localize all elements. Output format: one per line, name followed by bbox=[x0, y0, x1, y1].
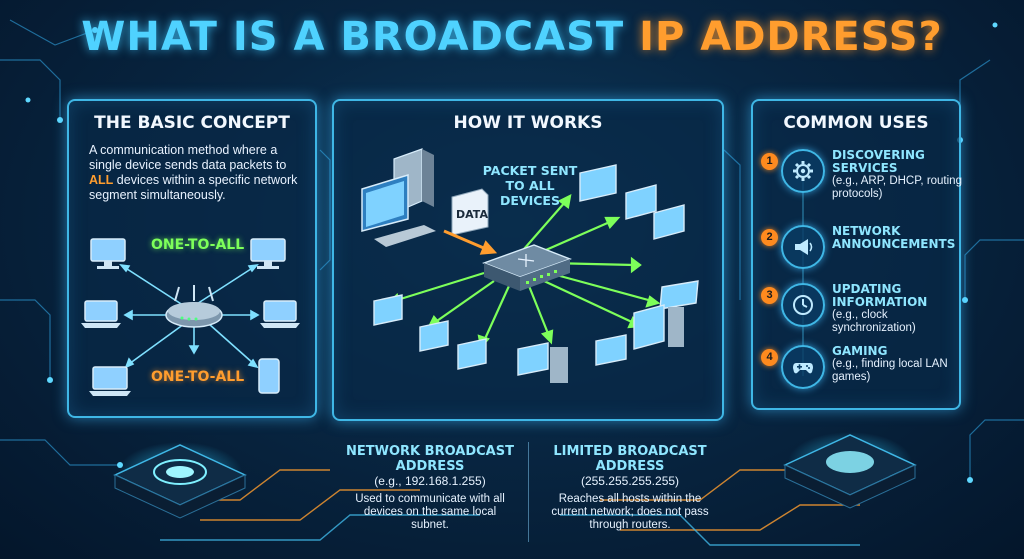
laptop-icon bbox=[419, 320, 449, 352]
title-part-2: IP ADDRESS? bbox=[639, 14, 943, 60]
laptop-icon bbox=[373, 294, 403, 326]
concept-desc-text: A communication method where a single de… bbox=[89, 143, 287, 172]
how-it-works-title: HOW IT WORKS bbox=[453, 113, 603, 133]
laptop-icon bbox=[90, 238, 126, 269]
one-to-all-label-top: ONE-TO-ALL bbox=[151, 237, 245, 253]
common-uses-title: COMMON USES bbox=[783, 113, 929, 133]
concept-desc-text-end: devices within a specific network segmen… bbox=[89, 173, 298, 202]
clock-icon bbox=[781, 283, 825, 327]
use-text: GAMING (e.g., finding local LAN games) bbox=[832, 345, 962, 384]
monitor-icon bbox=[625, 184, 657, 220]
laptop-icon bbox=[81, 300, 121, 328]
basic-concept-title: THE BASIC CONCEPT bbox=[94, 113, 290, 133]
tablet-icon bbox=[659, 280, 699, 310]
use-subtext: (e.g., clock synchronization) bbox=[832, 309, 916, 334]
limited-broadcast-description: Reaches all hosts within the current net… bbox=[551, 493, 709, 531]
use-heading: DISCOVERING SERVICES bbox=[832, 148, 925, 175]
one-to-all-diagram bbox=[81, 238, 300, 396]
laptop-icon bbox=[89, 366, 131, 396]
uses-connector-line bbox=[802, 171, 804, 376]
network-broadcast-description: Used to communicate with all devices on … bbox=[355, 493, 505, 531]
how-it-works-panel: HOW IT WORKS DATA bbox=[332, 99, 724, 421]
gamepad-icon bbox=[781, 345, 825, 389]
packet-sent-label: PACKET SENT TO ALL DEVICES bbox=[482, 163, 578, 208]
use-item-gaming: 4 GAMING (e.g., finding local LAN games) bbox=[761, 345, 959, 409]
laptop-icon bbox=[595, 334, 627, 366]
limited-broadcast-heading: LIMITED BROADCAST ADDRESS bbox=[553, 444, 707, 474]
use-text: DISCOVERING SERVICES (e.g., ARP, DHCP, r… bbox=[832, 149, 962, 201]
title-part-1: WHAT IS A BROADCAST bbox=[81, 14, 625, 60]
broadcast-diagram: DATA bbox=[361, 148, 699, 383]
common-uses-panel: COMMON USES 1 DISCOVERING SERVICES (e.g.… bbox=[751, 99, 962, 410]
laptop-icon bbox=[260, 300, 300, 328]
concept-desc-highlight: ALL bbox=[89, 173, 114, 187]
incoming-arrow bbox=[443, 229, 498, 255]
use-item-updating-information: 3 UPDATING INFORMATION (e.g., clock sync… bbox=[761, 283, 959, 347]
right-base-station bbox=[783, 432, 917, 509]
monitor-icon bbox=[250, 238, 286, 269]
use-subtext: (e.g., ARP, DHCP, routing protocols) bbox=[832, 175, 962, 200]
use-text: NETWORK ANNOUNCEMENTS bbox=[832, 225, 962, 251]
monitor-icon bbox=[633, 304, 665, 350]
use-heading: GAMING bbox=[832, 344, 888, 358]
limited-broadcast-block: LIMITED BROADCAST ADDRESS (255.255.255.2… bbox=[545, 444, 715, 532]
use-number: 3 bbox=[761, 287, 778, 304]
monitor-icon bbox=[579, 164, 617, 202]
network-broadcast-block: NETWORK BROADCAST ADDRESS (e.g., 192.168… bbox=[345, 444, 515, 532]
smartphone-icon bbox=[258, 358, 280, 394]
use-item-discovering-services: 1 DISCOVERING SERVICES (e.g., ARP, DHCP,… bbox=[761, 149, 962, 213]
basic-concept-panel: THE BASIC CONCEPT A communication method… bbox=[67, 99, 317, 418]
data-tag-label: DATA bbox=[456, 208, 488, 221]
desktop-computer-icon bbox=[517, 342, 549, 376]
monitor-icon bbox=[653, 204, 685, 240]
use-heading: UPDATING INFORMATION bbox=[832, 282, 928, 309]
use-item-network-announcements: 2 NETWORK ANNOUNCEMENTS bbox=[761, 225, 959, 289]
gear-icon bbox=[781, 149, 825, 193]
use-number: 2 bbox=[761, 229, 778, 246]
use-heading: NETWORK ANNOUNCEMENTS bbox=[832, 224, 956, 251]
data-packet-icon: DATA bbox=[451, 188, 489, 236]
limited-broadcast-example: (255.255.255.255) bbox=[580, 474, 680, 488]
laptop-icon bbox=[457, 338, 487, 370]
bottom-divider bbox=[528, 442, 529, 542]
network-switch-icon bbox=[482, 244, 572, 291]
megaphone-icon bbox=[781, 225, 825, 269]
use-text: UPDATING INFORMATION (e.g., clock synchr… bbox=[832, 283, 962, 335]
network-broadcast-example: (e.g., 192.168.1.255) bbox=[374, 474, 486, 488]
network-broadcast-heading: NETWORK BROADCAST ADDRESS bbox=[346, 444, 514, 474]
basic-concept-description: A communication method where a single de… bbox=[89, 143, 309, 203]
use-number: 1 bbox=[761, 153, 778, 170]
router-icon bbox=[165, 285, 223, 328]
left-base-station bbox=[113, 442, 247, 519]
use-subtext: (e.g., finding local LAN games) bbox=[832, 358, 948, 383]
desktop-computer-icon bbox=[361, 148, 436, 247]
use-number: 4 bbox=[761, 349, 778, 366]
one-to-all-label-bottom: ONE-TO-ALL bbox=[151, 369, 245, 385]
page-title: WHAT IS A BROADCAST IP ADDRESS? bbox=[0, 14, 1024, 60]
